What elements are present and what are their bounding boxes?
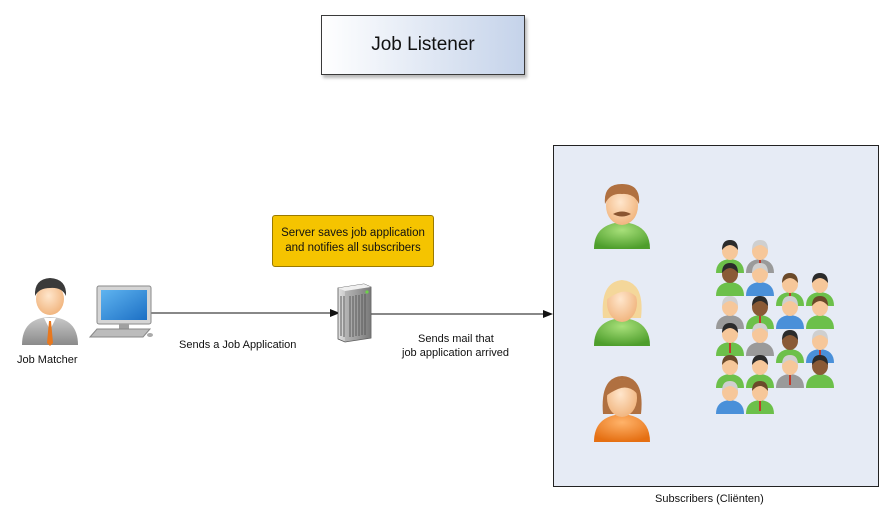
label-sends-application: Sends a Job Application: [179, 339, 296, 351]
label-job-matcher: Job Matcher: [17, 354, 78, 366]
computer-icon: [88, 285, 153, 338]
crowd-person: [746, 296, 774, 329]
subscriber-icon-blonde: [594, 280, 650, 346]
crowd-person: [716, 323, 744, 356]
crowd-person: [716, 296, 744, 329]
server-note-line-1: Server saves job application: [281, 227, 425, 239]
arrow-head-to-subscribers: [543, 310, 553, 318]
crowd-person: [716, 263, 744, 296]
subscriber-icon-brunette: [594, 376, 650, 442]
diagram-title: Job Listener: [321, 15, 525, 75]
label-subscribers: Subscribers (Cliënten): [655, 493, 764, 505]
crowd-person: [776, 355, 804, 388]
label-sends-mail-line-1: Sends mail that: [418, 333, 494, 345]
crowd-person: [716, 381, 744, 414]
crowd-person: [746, 381, 774, 414]
crowd-person: [746, 263, 774, 296]
server-note: Server saves job application and notifie…: [272, 215, 434, 267]
crowd-person: [806, 296, 834, 329]
job-matcher-person-icon: [22, 278, 78, 346]
label-sends-mail-line-2: job application arrived: [401, 347, 509, 359]
crowd-icon: [716, 240, 834, 414]
crowd-person: [776, 296, 804, 329]
crowd-person: [746, 323, 774, 356]
crowd-person: [806, 355, 834, 388]
subscriber-icon-man: [594, 184, 650, 249]
server-note-line-2: and notifies all subscribers: [285, 242, 421, 254]
arrow-head-to-server: [330, 309, 340, 317]
server-icon: [337, 283, 372, 343]
crowd-person: [746, 355, 774, 388]
